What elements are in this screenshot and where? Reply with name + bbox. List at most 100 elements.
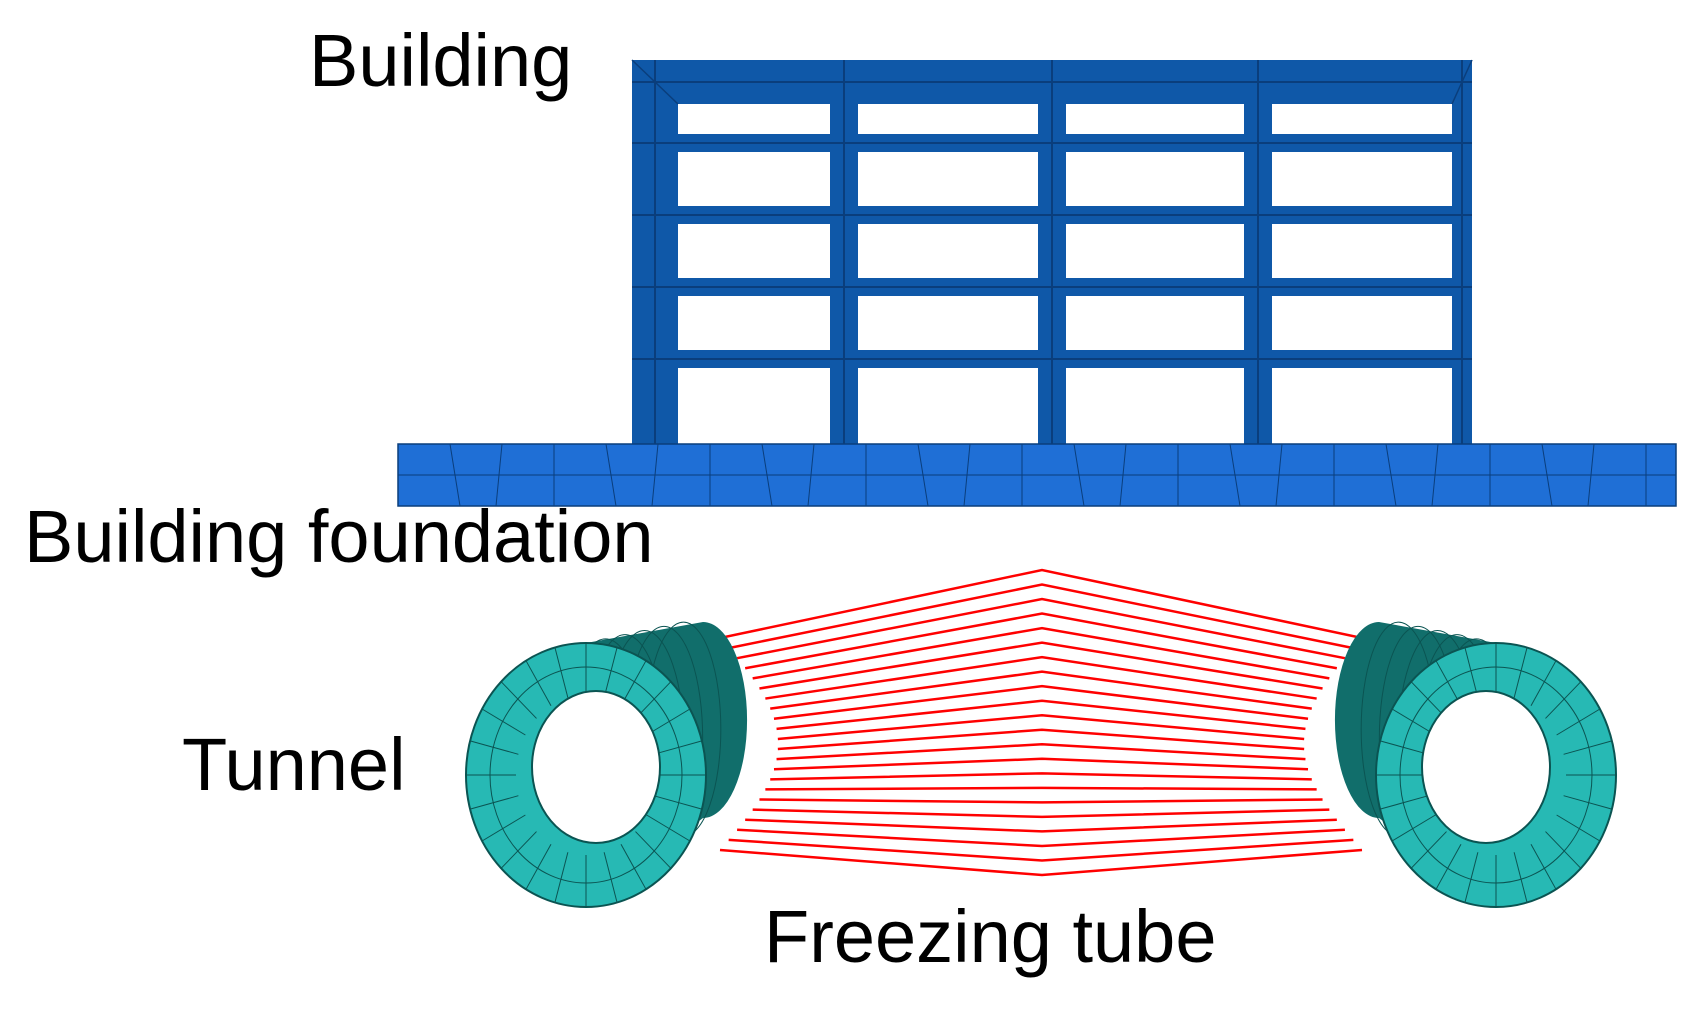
freezing-tube-line xyxy=(773,684,1309,721)
building-opening xyxy=(1272,104,1452,134)
tunnel-mesh-line xyxy=(620,844,647,890)
building-opening xyxy=(858,152,1038,206)
tunnel-mesh-ring xyxy=(489,666,683,884)
freezing-tube-line xyxy=(776,743,1306,761)
tunnel-mesh-line xyxy=(1435,844,1462,890)
building-opening xyxy=(1066,104,1244,134)
freezing-tube-line xyxy=(770,772,1312,781)
building-opening xyxy=(1272,152,1452,206)
freezing-tube-line xyxy=(759,641,1323,690)
foundation-mesh-line xyxy=(1073,443,1085,507)
tunnel-left xyxy=(465,621,748,908)
tunnel-mesh-line xyxy=(469,795,519,810)
tunnel-mesh-line xyxy=(603,647,618,698)
freezing-tube-line xyxy=(765,786,1317,791)
freezing-tube-line xyxy=(719,848,1363,877)
building-opening xyxy=(1066,368,1244,446)
building-opening xyxy=(678,104,830,134)
foundation-mesh-line xyxy=(807,443,815,507)
building-foundation-label: Building foundation xyxy=(24,495,654,578)
tunnel-mesh-line xyxy=(646,814,691,842)
foundation-mesh-line xyxy=(1385,443,1397,507)
tunnel-mesh-line xyxy=(1379,795,1429,810)
foundation-mesh-line xyxy=(1119,443,1127,507)
tunnel-mesh-line xyxy=(646,708,691,736)
tunnel-mesh-line xyxy=(635,831,672,869)
tunnel-mesh-line xyxy=(1513,647,1528,698)
tunnel-mesh-line xyxy=(1410,831,1447,869)
freezing-tube-line xyxy=(765,655,1317,700)
building-frame xyxy=(631,59,1473,446)
building-opening xyxy=(858,224,1038,278)
tunnel-mesh-line xyxy=(481,708,526,736)
tunnel-mesh-line xyxy=(603,852,618,903)
foundation-mesh-line xyxy=(1587,443,1595,507)
foundation-mesh-line xyxy=(1541,443,1553,507)
freezing-tube-line xyxy=(776,699,1306,731)
foundation-mesh-line xyxy=(917,443,929,507)
freezing-tube-label: Freezing tube xyxy=(764,895,1217,978)
building-opening xyxy=(1066,152,1244,206)
tunnel-mesh-line xyxy=(1545,681,1582,719)
tunnel-opening xyxy=(1421,690,1551,844)
freezing-tube-line xyxy=(759,798,1323,804)
tunnel-mesh-line xyxy=(481,814,526,842)
tunnel-mesh-line xyxy=(500,831,537,869)
tunnel-mesh-line xyxy=(1563,795,1613,810)
freezing-tube-line xyxy=(736,597,1346,660)
freezing-tube-line xyxy=(728,583,1354,650)
freezing-tubes xyxy=(719,568,1363,877)
tunnel-mesh-line xyxy=(1556,814,1601,842)
freezing-tube-line xyxy=(744,612,1338,670)
tunnel-mesh-line xyxy=(1513,852,1528,903)
freezing-tube-line xyxy=(770,670,1312,710)
corner-mesh-line xyxy=(631,59,679,105)
foundation-mesh-line xyxy=(1275,443,1283,507)
building-opening xyxy=(858,296,1038,350)
foundation-mesh-line xyxy=(963,443,971,507)
building-opening xyxy=(678,296,830,350)
tunnel-opening xyxy=(531,690,661,844)
building-foundation xyxy=(397,443,1677,507)
freezing-tube-line xyxy=(737,828,1345,848)
building-opening xyxy=(1066,296,1244,350)
building-opening xyxy=(1066,224,1244,278)
corner-mesh-line xyxy=(1451,59,1473,105)
building-opening xyxy=(1272,368,1452,446)
building-opening xyxy=(678,152,830,206)
tunnel-mesh-line xyxy=(1556,708,1601,736)
tunnel-mesh-line xyxy=(500,681,537,719)
tunnel-mesh-line xyxy=(653,795,703,810)
freezing-tube-line xyxy=(745,818,1337,833)
tunnel-mesh-line xyxy=(653,740,703,755)
tunnel-mesh-line xyxy=(1563,740,1613,755)
tunnel-mesh-line xyxy=(469,740,519,755)
foundation-mesh-line xyxy=(761,443,773,507)
tunnel-mesh-line xyxy=(554,852,569,903)
tunnel-mesh-line xyxy=(554,647,569,698)
freezing-tube-line xyxy=(777,713,1305,741)
freezing-tube-line xyxy=(752,808,1330,819)
foundation-mesh-line xyxy=(651,443,659,507)
tunnel-mesh-ring xyxy=(1399,666,1593,884)
foundation-mesh-line xyxy=(605,443,617,507)
tunnel-label: Tunnel xyxy=(182,723,406,806)
tunnel-mesh-line xyxy=(1464,852,1479,903)
foundation-mesh-line xyxy=(449,443,461,507)
freezing-tube-line xyxy=(728,838,1354,862)
freezing-tube-line xyxy=(773,757,1309,771)
building-opening xyxy=(858,104,1038,134)
tunnel-mesh-line xyxy=(1379,740,1429,755)
building-opening xyxy=(1272,224,1452,278)
foundation-mesh-line xyxy=(495,443,503,507)
tunnel-mesh-line xyxy=(1464,647,1479,698)
building-opening xyxy=(858,368,1038,446)
tunnel-mesh-line xyxy=(1530,660,1557,706)
building-label: Building xyxy=(309,19,573,102)
freezing-tube-line xyxy=(777,728,1305,751)
freezing-tube-line xyxy=(752,626,1330,680)
tunnel-mesh-line xyxy=(1545,831,1582,869)
tunnel-mesh-line xyxy=(1391,708,1436,736)
